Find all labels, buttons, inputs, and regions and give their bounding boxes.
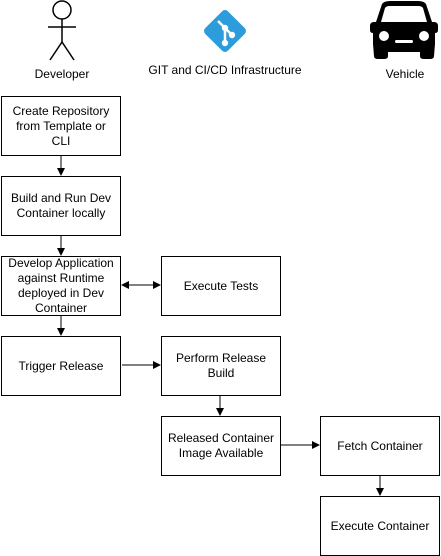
- step-released-container-image: Released Container Image Available: [161, 416, 281, 476]
- step-build-run-dev-container: Build and Run Dev Container locally: [1, 176, 121, 236]
- step-execute-tests: Execute Tests: [161, 256, 281, 316]
- git-logo-icon: [204, 10, 246, 52]
- lane-label-vehicle: Vehicle: [385, 67, 425, 81]
- step-execute-container: Execute Container: [320, 496, 440, 556]
- step-trigger-release: Trigger Release: [1, 336, 121, 396]
- step-perform-release-build: Perform Release Build: [161, 336, 281, 396]
- step-fetch-container: Fetch Container: [320, 416, 440, 476]
- step-develop-application: Develop Application against Runtime depl…: [1, 256, 121, 316]
- lane-label-developer: Developer: [34, 67, 90, 81]
- lane-label-git-cicd: GIT and CI/CD Infrastructure: [148, 63, 302, 77]
- car-icon: [370, 1, 438, 59]
- stick-figure-icon: [48, 0, 76, 61]
- step-create-repository: Create Repository from Template or CLI: [1, 96, 121, 156]
